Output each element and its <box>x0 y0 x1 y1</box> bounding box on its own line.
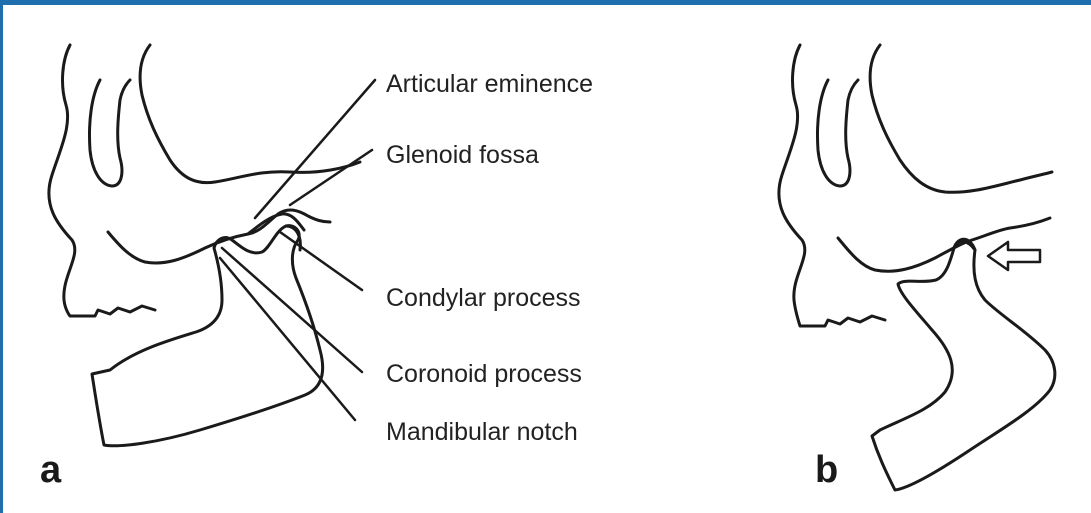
panel-b-drawing: b <box>779 45 1055 491</box>
label-articular-eminence: Articular eminence <box>386 70 593 98</box>
label-condylar-process: Condylar process <box>386 284 581 312</box>
zygomatic-line-b <box>838 218 1050 271</box>
label-coronoid-process: Coronoid process <box>386 360 582 388</box>
orbit-outline-a <box>89 80 130 186</box>
mandible-outline-b <box>872 241 1055 490</box>
maxilla-outline-b <box>870 45 1052 192</box>
orbit-outline-b <box>817 80 858 186</box>
leader-glenoid-fossa <box>290 150 372 205</box>
leader-mandibular-notch <box>220 258 355 420</box>
label-glenoid-fossa: Glenoid fossa <box>386 141 539 169</box>
panel-label-b: b <box>815 449 838 491</box>
skull-outline-b <box>779 45 885 326</box>
mandible-outline-a <box>92 226 323 446</box>
panel-label-a: a <box>40 449 62 491</box>
maxilla-outline-a <box>140 45 360 183</box>
zygomatic-line-a <box>108 210 330 263</box>
label-mandibular-notch: Mandibular notch <box>386 418 578 446</box>
panel-a-drawing: Articular eminence Glenoid fossa Condyla… <box>40 45 593 491</box>
leader-articular-eminence <box>255 80 375 218</box>
outline-arrow-left-icon <box>988 242 1040 270</box>
